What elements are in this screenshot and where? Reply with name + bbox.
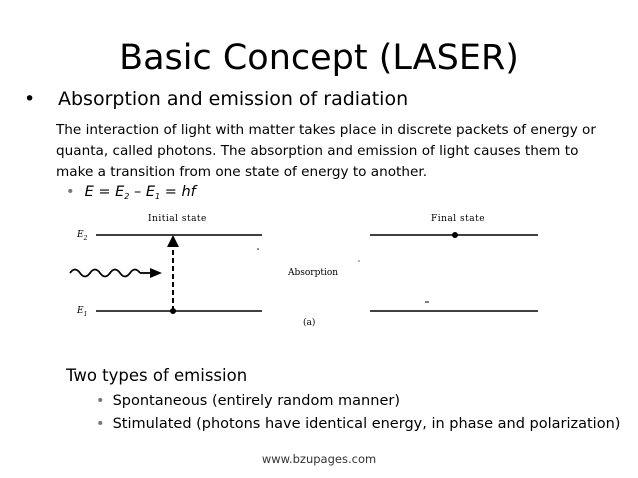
transition-arrow-head	[167, 235, 179, 247]
absorption-diagram-svg	[69, 232, 538, 314]
bullet-dot: •	[24, 88, 36, 110]
eq-part-minus: – E	[129, 184, 155, 200]
electron-initial	[170, 308, 176, 314]
eq-part-e: E = E	[84, 184, 125, 200]
photon-wave	[69, 268, 141, 278]
emission-type-text: Spontaneous (entirely random manner)	[112, 393, 400, 409]
e1-label: E1	[77, 306, 87, 318]
photon-arrow-head	[150, 268, 162, 278]
e2-label-letter: E	[77, 230, 84, 240]
initial-state-label: Initial state	[148, 214, 207, 224]
emission-type-item: • Spontaneous (entirely random manner)	[96, 393, 400, 409]
bullet-dot: •	[96, 416, 105, 432]
absorption-diagram: Initial state Final state E2 E1 Absorpti…	[0, 205, 638, 340]
electron-final	[452, 232, 458, 238]
emission-types-heading: Two types of emission	[66, 366, 248, 385]
main-bullet-text: Absorption and emission of radiation	[58, 88, 409, 110]
e1-label-letter: E	[77, 306, 84, 316]
bullet-dot: •	[96, 393, 105, 409]
speck	[358, 260, 360, 262]
e2-label: E2	[77, 230, 87, 242]
eq-sub-1: 1	[155, 192, 161, 201]
final-state-label: Final state	[431, 214, 486, 224]
footer-url: www.bzupages.com	[261, 452, 377, 466]
e1-label-sub: 1	[83, 310, 88, 318]
panel-label: (a)	[303, 318, 316, 328]
description-paragraph: The interaction of light with matter tak…	[56, 122, 596, 180]
eq-sub-2: 2	[124, 192, 130, 201]
speck	[257, 248, 259, 250]
energy-equation: • E = E2 – E1 = hf	[66, 184, 196, 201]
emission-type-text: Stimulated (photons have identical energ…	[112, 416, 621, 432]
bullet-dot: •	[66, 184, 75, 200]
emission-type-item: • Stimulated (photons have identical ener…	[96, 416, 620, 432]
absorption-label: Absorption	[288, 268, 339, 278]
eq-part-rhs: = hf	[160, 184, 196, 200]
e2-label-sub: 2	[83, 234, 88, 242]
slide-title: Basic Concept (LASER)	[119, 38, 519, 78]
